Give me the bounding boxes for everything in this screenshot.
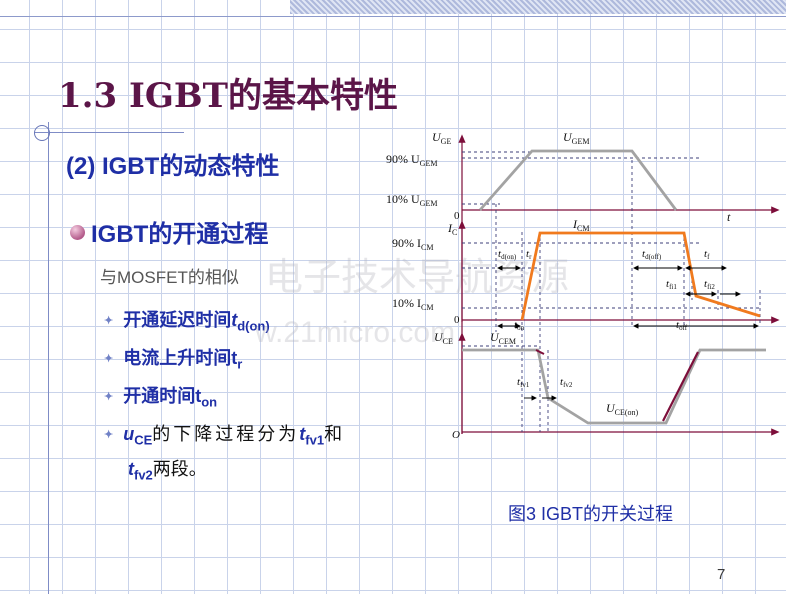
left-vertical-rule xyxy=(48,122,49,594)
top-rule xyxy=(0,16,786,17)
origin-label: O xyxy=(452,429,460,441)
rule-circle-ornament xyxy=(34,125,50,141)
star-bullet-icon: ✦ xyxy=(104,429,114,441)
tfv2-label: tfv2 xyxy=(560,376,573,389)
main-bullet-text: IGBT的开通过程 xyxy=(91,221,269,248)
list-item: ✦开通时间ton xyxy=(104,386,218,410)
uge-waveform xyxy=(478,149,678,211)
top-decorative-bar xyxy=(290,0,786,14)
watermark-text: 电子技术导航资源 xyxy=(265,255,570,299)
slide-subtitle: (2) IGBT的动态特性 xyxy=(66,153,280,180)
star-bullet-icon: ✦ xyxy=(104,391,114,403)
page-number: 7 xyxy=(717,566,726,583)
tdoff-label: td(off) xyxy=(642,248,662,261)
icm-label: ICM xyxy=(572,217,589,233)
pct90-uge-label: 90% UGEM xyxy=(386,152,437,168)
similarity-note: 与MOSFET的相似 xyxy=(100,268,239,287)
star-bullet-icon: ✦ xyxy=(104,353,114,365)
pct90-ic-label: 90% ICM xyxy=(392,236,433,252)
bullet-ball-icon xyxy=(70,225,85,241)
slide-title: 1.3 IGBT的基本特性 xyxy=(58,76,398,116)
uge-axis-label: UGE xyxy=(432,130,451,146)
pct10-ic-label: 10% ICM xyxy=(392,296,433,312)
ton-label: ton xyxy=(514,319,525,332)
tfi2-label: tfi2 xyxy=(704,278,715,291)
t-axis-label: t xyxy=(727,210,731,224)
ic-axis-label: IC xyxy=(447,221,457,237)
subtitle-rule xyxy=(34,132,184,133)
zero-label-2: 0 xyxy=(454,314,460,326)
uce-rise-mark xyxy=(662,351,699,422)
list-item: ✦电流上升时间tr xyxy=(104,348,243,372)
ic-waveform xyxy=(520,231,761,321)
figure-caption: 图3 IGBT的开关过程 xyxy=(508,504,674,524)
tdon-label: td(on) xyxy=(498,248,517,261)
list-item: ✦开通延迟时间td(on) xyxy=(104,310,270,334)
ugem-label: UGEM xyxy=(563,130,589,146)
uceon-label: UCE(on) xyxy=(606,401,639,417)
interval-arrows xyxy=(497,265,759,401)
tr-label: tr xyxy=(526,248,532,261)
pct10-uge-label: 10% UGEM xyxy=(386,192,437,208)
toff-label: toff xyxy=(676,319,688,332)
star-bullet-icon: ✦ xyxy=(104,315,114,327)
main-bullet: IGBT的开通过程 xyxy=(70,214,268,249)
watermark-url: w.21micro.com xyxy=(255,316,456,349)
reference-dashes xyxy=(462,151,761,432)
uce-axis-label: UCE xyxy=(434,330,453,346)
tf-label: tf xyxy=(704,248,710,261)
uce-overshoot-mark xyxy=(535,349,545,355)
zero-label-1: 0 xyxy=(454,210,460,222)
ucem-label: UCEM xyxy=(490,330,516,346)
tfv1-label: tfv1 xyxy=(517,376,530,389)
tfi1-label: tfi1 xyxy=(666,278,677,291)
diagram-labels: UGE UGEM 90% UGEM 10% UGEM 0 t IC ICM 90… xyxy=(386,130,731,441)
